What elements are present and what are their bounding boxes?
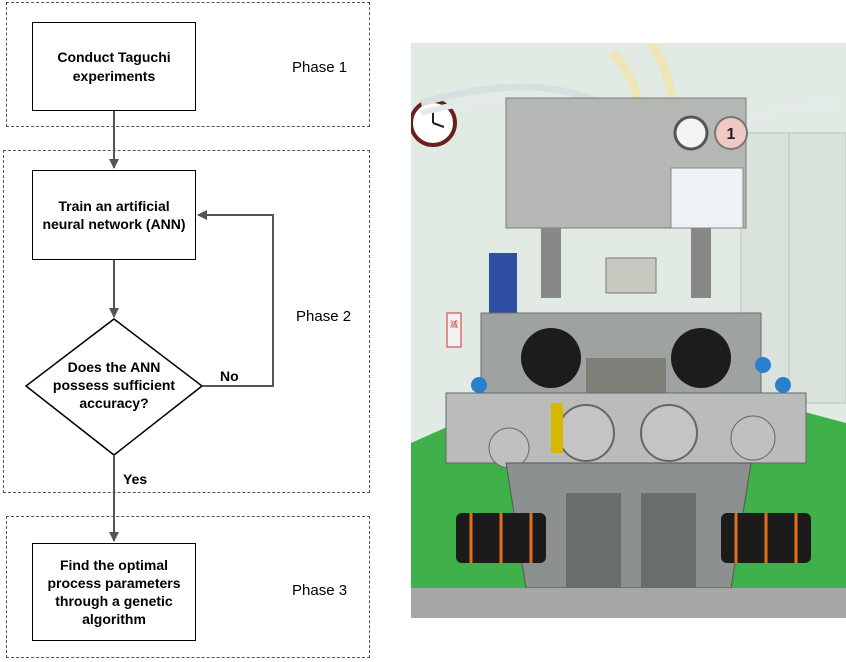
dial-number: 1 bbox=[727, 126, 736, 143]
roller-cylinder-right bbox=[671, 328, 731, 388]
fire-extinguisher-sign bbox=[446, 312, 462, 348]
phase-2-label: Phase 2 bbox=[296, 308, 352, 325]
machine-photo-illustration: 1 滅 bbox=[411, 43, 846, 618]
blue-knob-icon bbox=[471, 377, 487, 393]
decision-text: Does the ANN possess sufficient accuracy… bbox=[52, 359, 176, 412]
pressure-gauge-icon bbox=[673, 115, 709, 151]
phase-3-label: Phase 3 bbox=[292, 582, 348, 599]
phase-1-label: Phase 1 bbox=[292, 59, 348, 76]
blue-knob-icon bbox=[755, 357, 771, 373]
svg-text:滅: 滅 bbox=[450, 319, 458, 329]
roller-cylinder-left bbox=[521, 328, 581, 388]
edge-label-yes: Yes bbox=[123, 471, 148, 487]
conduct-experiments-box: Conduct Taguchi experiments bbox=[32, 22, 196, 111]
phase-2-container bbox=[3, 150, 370, 493]
optimize-parameters-box: Find the optimal process parameters thro… bbox=[32, 543, 196, 641]
numbered-dial-icon bbox=[714, 116, 748, 150]
blue-knob-icon bbox=[775, 377, 791, 393]
phase-3-container bbox=[6, 516, 370, 658]
edge-label-no: No bbox=[220, 368, 239, 384]
train-ann-box: Train an artificial neural network (ANN) bbox=[32, 170, 196, 260]
machine-photo: 1 滅 bbox=[411, 43, 846, 618]
arrow-no-loop bbox=[197, 210, 274, 387]
phase-1-container bbox=[6, 2, 370, 127]
